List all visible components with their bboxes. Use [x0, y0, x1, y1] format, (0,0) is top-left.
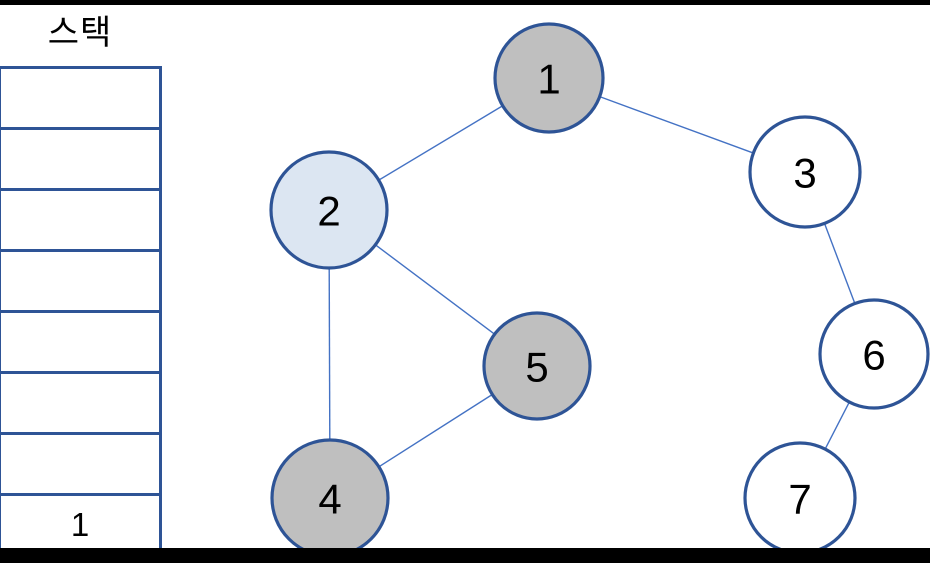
letterbox-bottom [0, 548, 930, 563]
stack-cell[interactable] [0, 66, 162, 127]
graph-edge-2-5 [374, 244, 496, 335]
stack-cell[interactable] [0, 188, 162, 249]
stack-cell[interactable]: 1 [0, 493, 162, 548]
graph-node-label-1: 1 [537, 56, 560, 103]
stack-cell[interactable] [0, 127, 162, 188]
graph-node-3[interactable]: 3 [748, 115, 862, 229]
stack-cell[interactable] [0, 249, 162, 310]
stack-title: 스택 [47, 14, 113, 52]
graph-node-7[interactable]: 7 [743, 441, 857, 548]
graph-node-4[interactable]: 4 [270, 438, 390, 548]
graph-edge-1-2 [378, 105, 504, 181]
graph-edge-6-7 [824, 401, 850, 450]
graph-node-label-4: 4 [318, 476, 341, 523]
stack-cell-list: 1 [0, 66, 162, 548]
slide-canvas: 스택 1 1 2 3 4 5 6 7 [0, 5, 930, 548]
letterbox-top [0, 0, 930, 5]
graph-node-circle-5 [482, 311, 592, 421]
stack-cell[interactable] [0, 310, 162, 371]
graph-node-1[interactable]: 1 [493, 22, 605, 134]
graph-diagram: 1 2 3 4 5 6 7 [269, 22, 930, 548]
graph-node-2[interactable]: 2 [269, 150, 389, 270]
graph-edge-4-5 [378, 393, 493, 468]
graph-node-label-3: 3 [793, 150, 816, 197]
edge-layer [328, 95, 856, 468]
graph-node-circle-4 [270, 438, 390, 548]
graph-node-5[interactable]: 5 [482, 311, 592, 421]
graph-node-label-2: 2 [317, 188, 340, 235]
stack-panel: 스택 1 [0, 5, 162, 548]
node-layer: 1 2 3 4 5 6 7 [269, 22, 930, 548]
graph-edge-3-6 [823, 223, 856, 304]
graph-node-circle-3 [748, 115, 862, 229]
graph-node-circle-6 [818, 298, 930, 410]
graph-node-label-7: 7 [788, 476, 811, 523]
graph-node-circle-7 [743, 441, 857, 548]
graph-node-label-6: 6 [862, 332, 885, 379]
graph-node-6[interactable]: 6 [818, 298, 930, 410]
graph-edge-1-3 [599, 95, 754, 154]
graph-node-label-5: 5 [525, 344, 548, 391]
stack-cell[interactable] [0, 371, 162, 432]
graph-edge-2-4 [328, 267, 331, 441]
graph-node-circle-1 [493, 22, 605, 134]
stack-cell[interactable] [0, 432, 162, 493]
graph-node-circle-2 [269, 150, 389, 270]
